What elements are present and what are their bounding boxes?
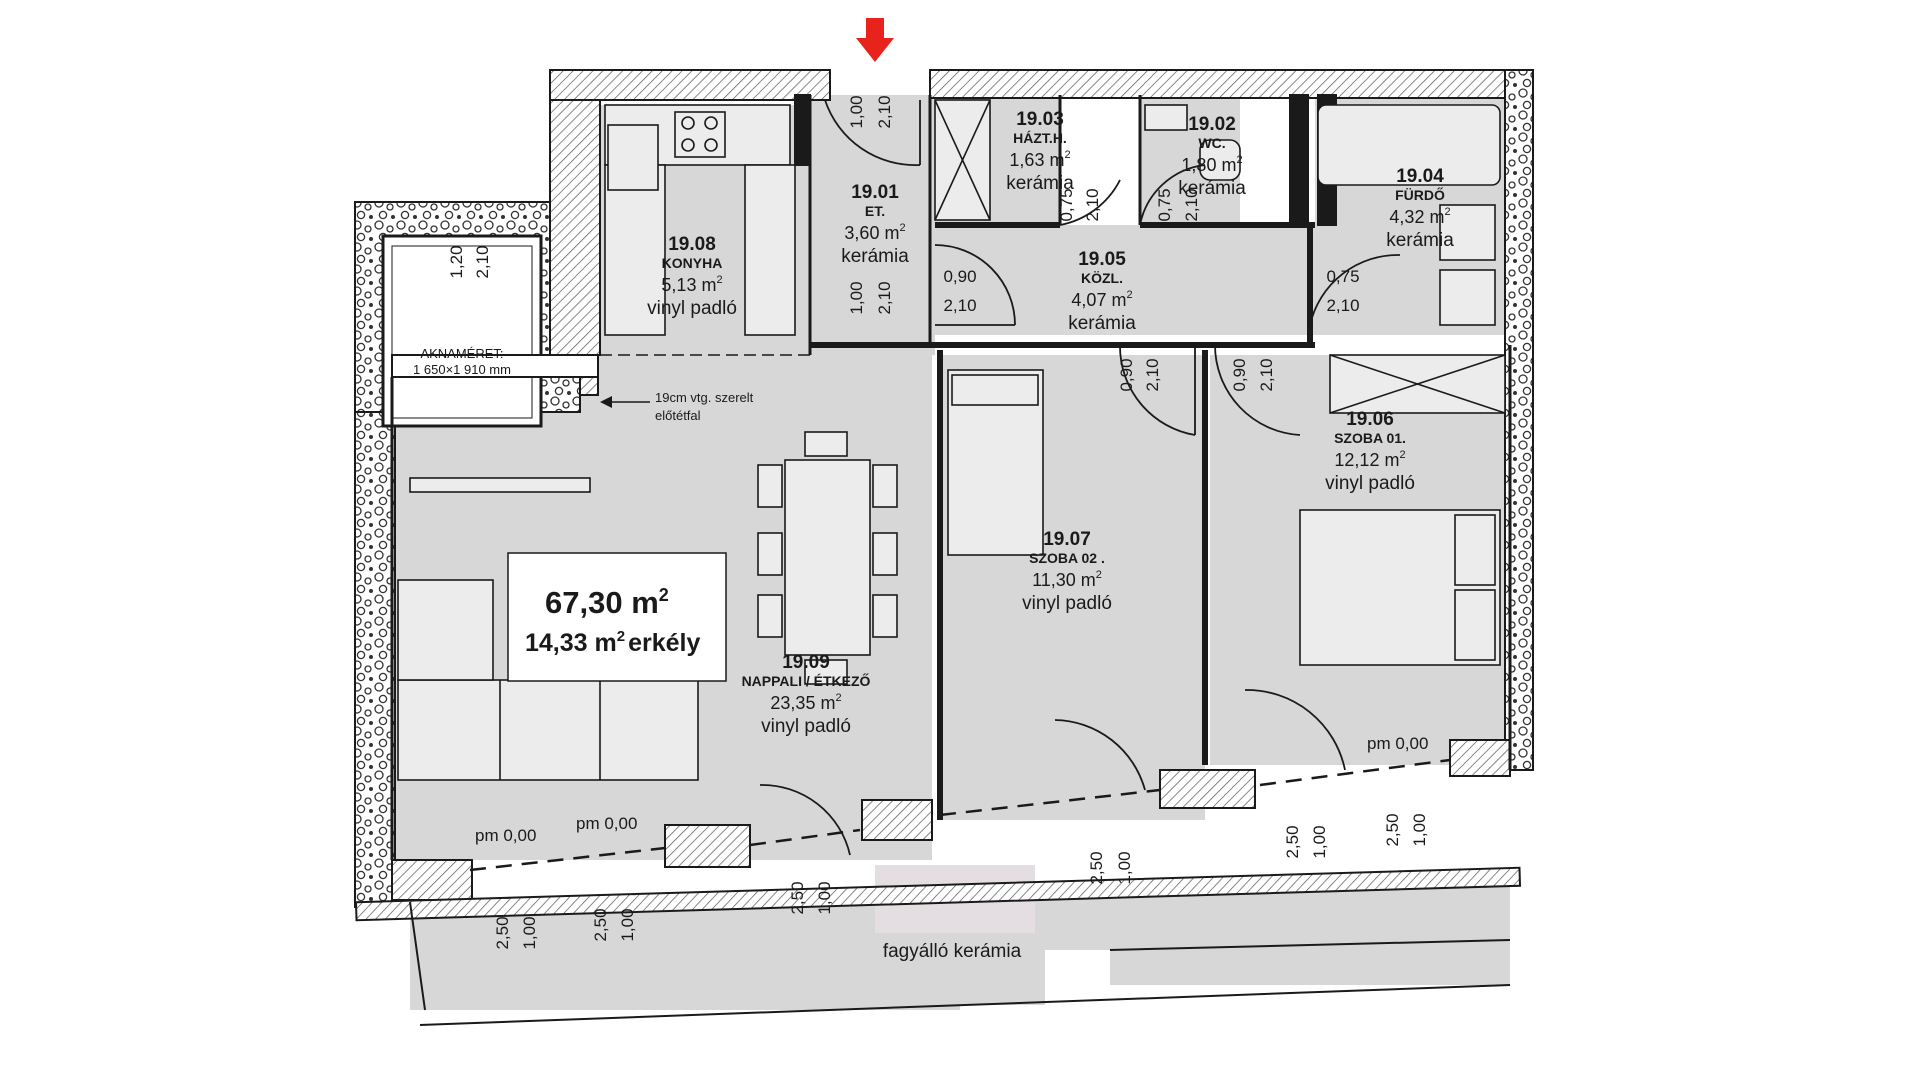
level-2: pm 0,00 — [576, 814, 637, 833]
room-code-19.05: 19.05 — [1078, 249, 1126, 270]
dim-szoba01-door-0: 0,90 — [1230, 358, 1249, 391]
room-code-19.08: 19.08 — [668, 234, 716, 255]
room-floor-19.07: vinyl padló — [1022, 593, 1112, 614]
furniture — [397, 99, 1506, 781]
level-3: pm 0,00 — [1367, 734, 1428, 753]
toilet — [1199, 139, 1241, 181]
dim-win-nappali-2-0: 2,50 — [591, 908, 610, 941]
room-floor-19.09: vinyl padló — [761, 716, 851, 737]
room-floor-19.06: vinyl padló — [1325, 473, 1415, 494]
dining-table — [784, 459, 871, 656]
room-name-19.08: KONYHA — [662, 255, 723, 271]
level-1: pm 0,00 — [475, 826, 536, 845]
fill-kozl — [935, 225, 1315, 335]
dim-wc-door-0: 0,75 — [1155, 188, 1174, 221]
room-name-19.06: SZOBA 01. — [1334, 430, 1406, 446]
dim-entry-door-1: 2,10 — [875, 95, 894, 128]
room-floor-19.02: kerámia — [1178, 178, 1246, 199]
room-area-19.01: 3,60 m2 — [844, 222, 905, 243]
dim-win-nappali-door-0: 2,50 — [788, 881, 807, 914]
room-name-19.07: SZOBA 02 . — [1029, 550, 1105, 566]
dim-hall-door-1: 2,10 — [875, 281, 894, 314]
fridge — [744, 164, 796, 336]
room-area-19.02: 1,80 m2 — [1181, 154, 1242, 175]
room-floor-19.05: kerámia — [1068, 313, 1136, 334]
room-code-19.09: 19.09 — [782, 652, 830, 673]
dim-kozl-right-1: 2,10 — [1326, 296, 1359, 315]
dim-kozl-right-0: 0,75 — [1326, 267, 1359, 286]
dim-entry-door-0: 1,00 — [847, 95, 866, 128]
doors — [759, 99, 1401, 856]
room-area-19.08: 5,13 m2 — [661, 274, 722, 295]
wall-note-1: 19cm vtg. szerelt — [655, 390, 754, 405]
wc-basin — [1144, 104, 1188, 131]
sink — [607, 124, 659, 191]
room-area-19.03: 1,63 m2 — [1009, 149, 1070, 170]
room-name-19.05: KÖZL. — [1081, 270, 1123, 286]
room-floor-19.08: vinyl padló — [647, 298, 737, 319]
room-name-19.03: HÁZT.H. — [1013, 130, 1067, 146]
room-area-19.06: 12,12 m2 — [1334, 449, 1405, 470]
dim-win-szoba01-b-1: 1,00 — [1410, 813, 1429, 846]
area-box — [507, 552, 727, 682]
dim-hall-door-0: 1,00 — [847, 281, 866, 314]
dim-hazt-door-1: 2,10 — [1083, 188, 1102, 221]
dim-win-nappali-1-1: 1,00 — [520, 916, 539, 949]
room-area-19.09: 23,35 m2 — [770, 692, 841, 713]
room-name-19.02: WC. — [1198, 135, 1225, 151]
wall-note-2: előtétfal — [655, 408, 701, 423]
dimension-labels: 1,00 2,10 1,00 2,10 1,20 2,10 0,90 2,10 0,75 2,10… — [447, 95, 1429, 949]
dim-win-szoba02-1: 1,00 — [1115, 851, 1134, 884]
dim-win-szoba01-a-1: 1,00 — [1310, 825, 1329, 858]
entrance-arrow — [856, 18, 894, 62]
room-code-19.01: 19.01 — [851, 182, 899, 203]
total-area: 67,30 m2 — [545, 585, 669, 620]
dim-win-nappali-2-1: 1,00 — [618, 908, 637, 941]
room-floor-19.01: kerámia — [841, 246, 909, 267]
dim-szoba01-door-1: 2,10 — [1257, 358, 1276, 391]
room-code-19.04: 19.04 — [1396, 166, 1444, 187]
shaft-size: 1 650×1 910 mm — [413, 362, 511, 377]
room-name-19.01: ET. — [865, 203, 885, 219]
room-area-19.04: 4,32 m2 — [1389, 206, 1450, 227]
dim-kozl-left-1: 2,10 — [943, 296, 976, 315]
room-name-19.04: FÜRDŐ — [1395, 186, 1445, 203]
bathtub — [1317, 104, 1501, 186]
walls — [354, 69, 1534, 1026]
tv-unit — [409, 477, 591, 493]
room-code-19.03: 19.03 — [1016, 109, 1064, 130]
sofa — [397, 679, 699, 781]
room-area-19.05: 4,07 m2 — [1071, 289, 1132, 310]
dim-win-nappali-1-0: 2,50 — [493, 916, 512, 949]
dim-win-szoba02-0: 2,50 — [1087, 851, 1106, 884]
dim-kozl-left-0: 0,90 — [943, 267, 976, 286]
room-name-19.09: NAPPALI / ÉTKEZŐ — [742, 672, 871, 689]
shaft-label: AKNAMÉRET: — [420, 346, 503, 361]
dim-szoba02-door-1: 2,10 — [1143, 358, 1162, 391]
room-area-19.07: 11,30 m2 — [1032, 569, 1102, 590]
cooktop — [674, 111, 726, 158]
room-floor-19.04: kerámia — [1386, 230, 1454, 251]
dim-hazt-door-0: 0,75 — [1057, 188, 1076, 221]
balcony-floor: fagyálló kerámia — [883, 941, 1022, 962]
dim-win-szoba01-b-0: 2,50 — [1383, 813, 1402, 846]
fill-eloszoba — [810, 95, 935, 355]
room-code-19.07: 19.07 — [1043, 529, 1091, 550]
room-code-19.02: 19.02 — [1188, 114, 1236, 135]
kitchen-counter-side — [604, 164, 666, 336]
dim-win-szoba01-a-0: 2,50 — [1283, 825, 1302, 858]
dim-shaft-1: 2,10 — [473, 245, 492, 278]
room-floor-19.03: kerámia — [1006, 173, 1074, 194]
room-code-19.06: 19.06 — [1346, 409, 1394, 430]
dim-win-nappali-door-1: 1,00 — [815, 881, 834, 914]
dim-shaft-0: 1,20 — [447, 245, 466, 278]
dim-szoba02-door-0: 0,90 — [1117, 358, 1136, 391]
dim-wc-door-1: 2,10 — [1182, 188, 1201, 221]
